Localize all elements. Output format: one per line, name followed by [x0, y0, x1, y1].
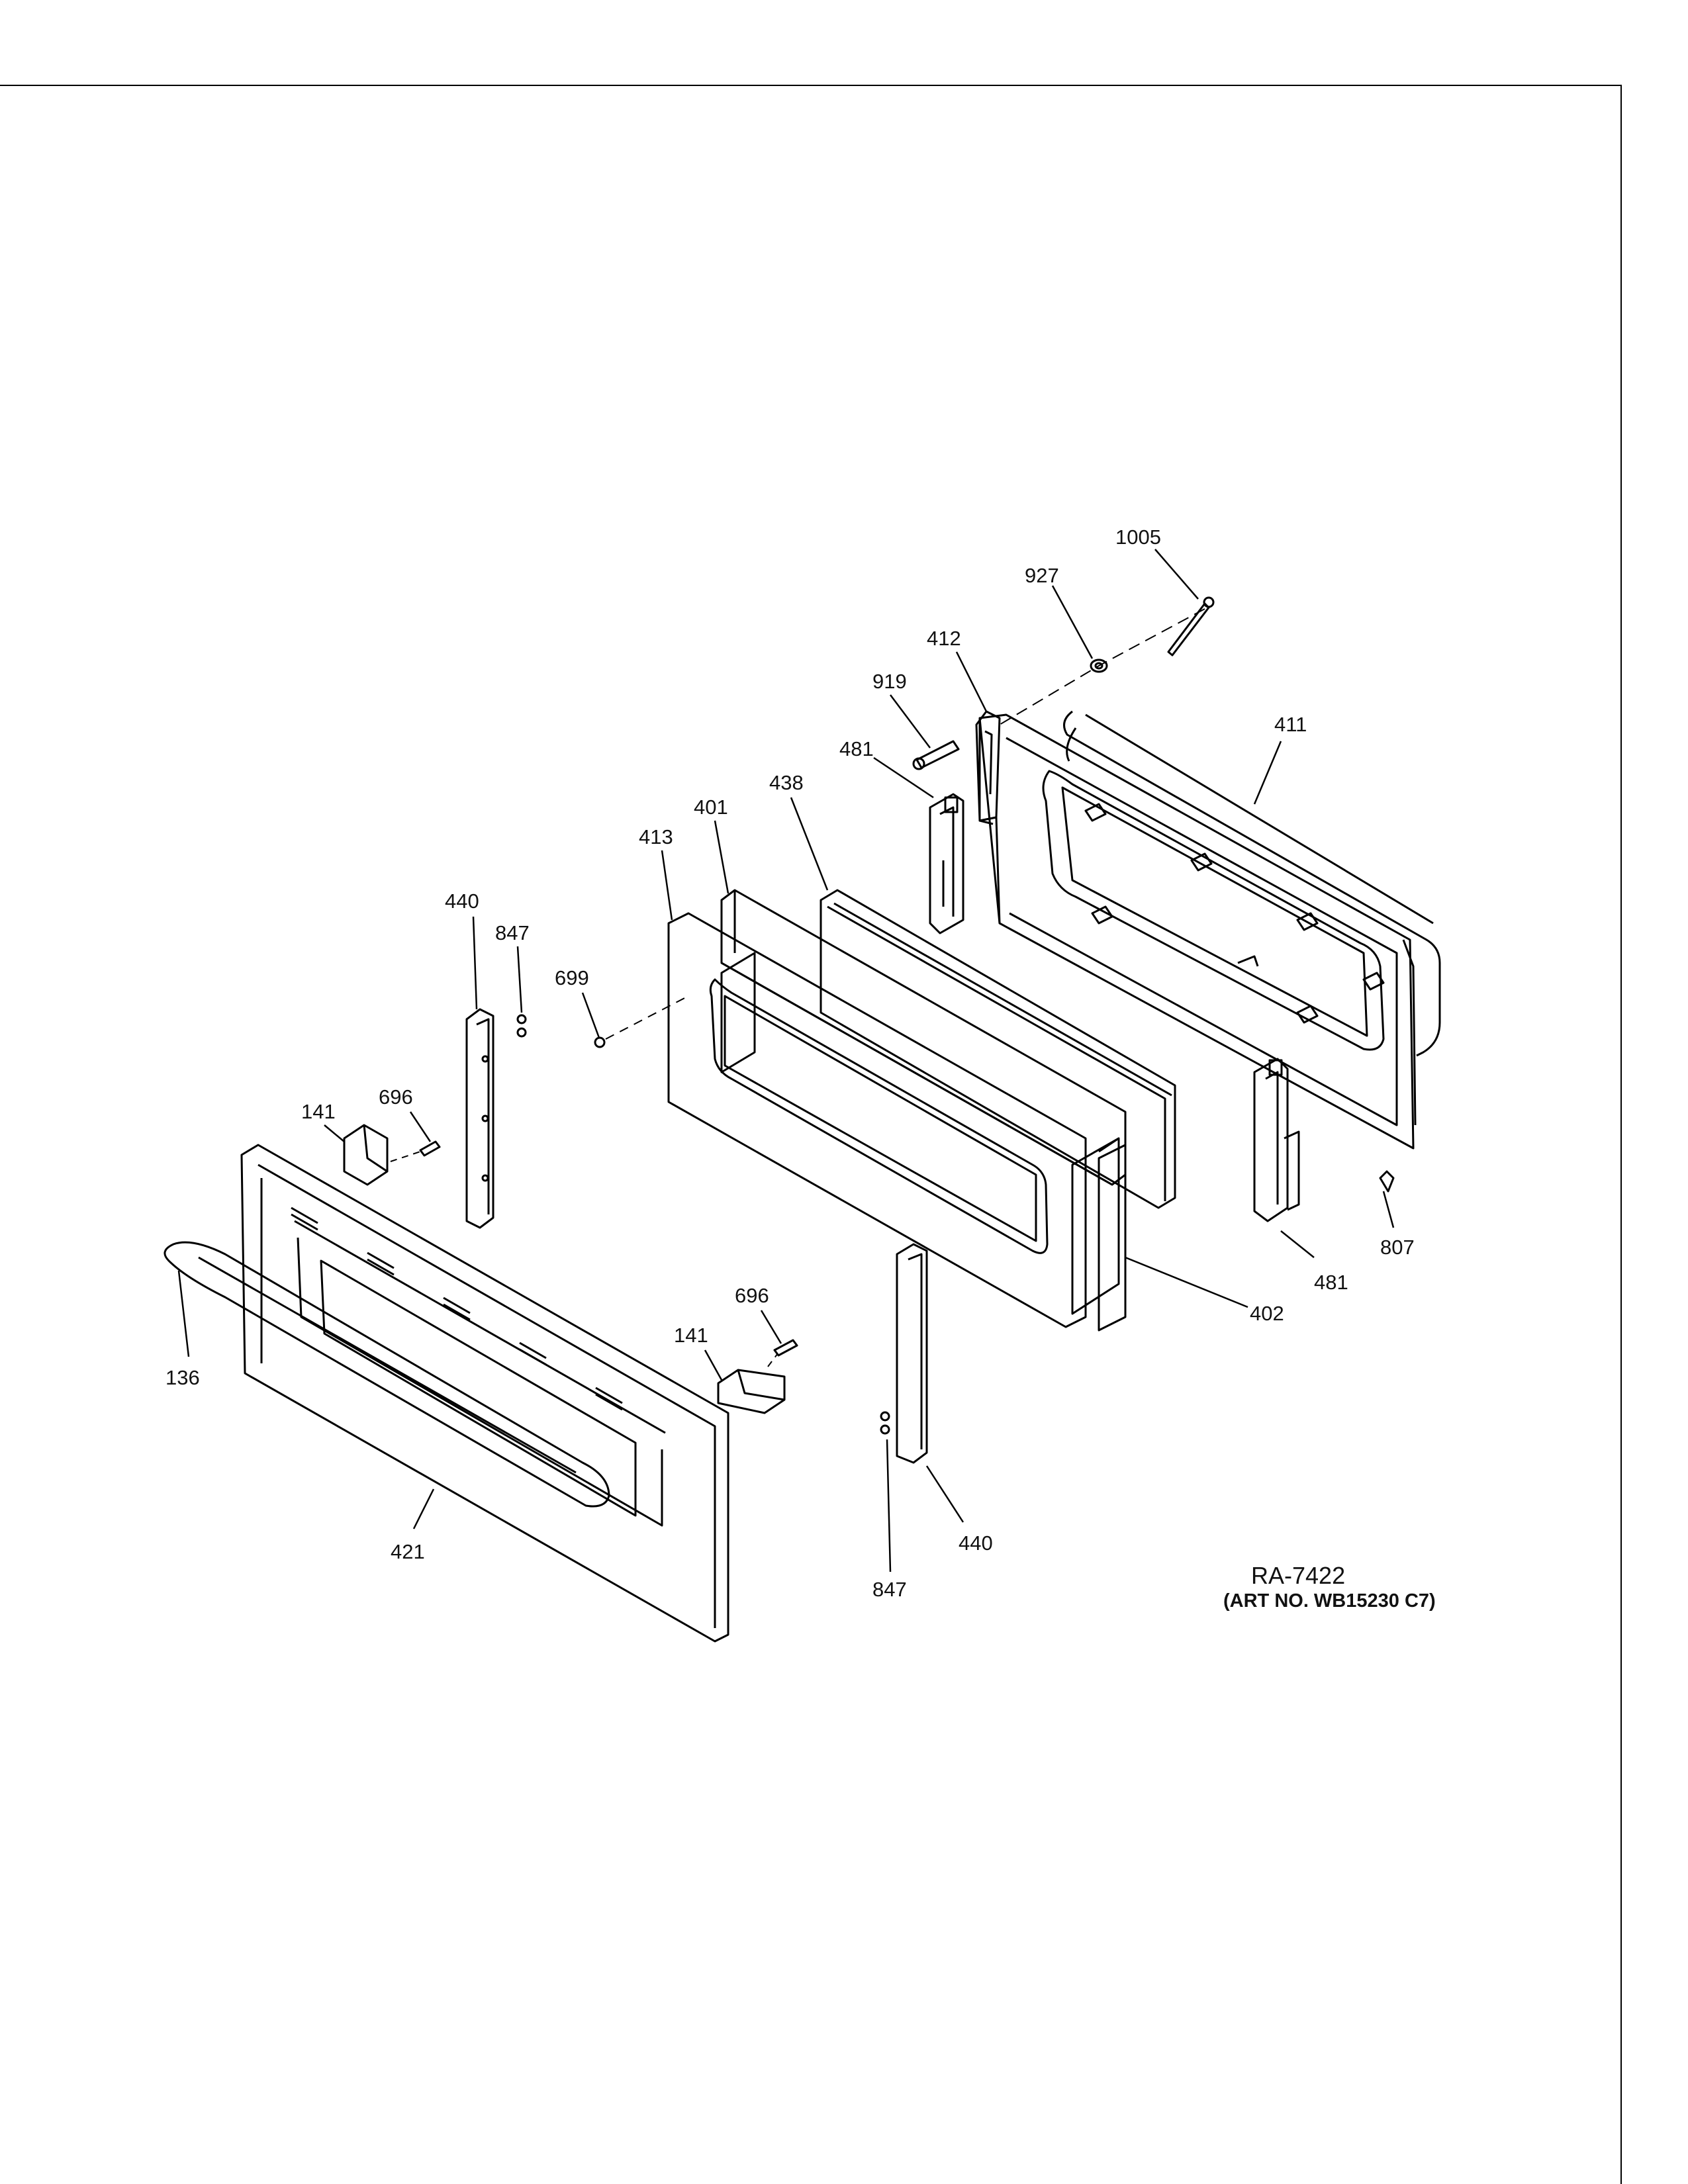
- inner-door-frame: [978, 713, 1417, 1150]
- screws-lower: [880, 1411, 890, 1435]
- washer: [1090, 659, 1108, 673]
- callout-1005: 1005: [1115, 525, 1161, 549]
- callout-927: 927: [1025, 564, 1059, 587]
- callout-438: 438: [769, 771, 804, 794]
- door-handle: [164, 1241, 610, 1508]
- callout-411: 411: [1274, 713, 1307, 736]
- page-border: [0, 85, 1622, 2184]
- callout-401: 401: [694, 796, 728, 819]
- outer-door-panel: [240, 1144, 729, 1643]
- art-number: (ART NO. WB15230 C7): [1223, 1590, 1436, 1612]
- screw-696-left: [419, 1140, 441, 1157]
- screw-807: [1379, 1170, 1395, 1193]
- callout-919: 919: [872, 670, 907, 693]
- diagram-code: RA-7422: [1251, 1562, 1346, 1589]
- inner-panel: [667, 912, 1087, 1328]
- bracket-right: [717, 1369, 786, 1414]
- screws-upper: [516, 1014, 527, 1038]
- callout-481-lower: 481: [1314, 1271, 1348, 1294]
- callout-847-lower: 847: [872, 1578, 907, 1601]
- callout-696-right: 696: [735, 1284, 769, 1307]
- pin: [912, 740, 960, 770]
- callout-847-upper: 847: [495, 921, 530, 944]
- door-channel-right: [896, 1243, 928, 1464]
- bracket-left: [343, 1124, 389, 1186]
- callout-440-lower: 440: [959, 1531, 993, 1555]
- door-gasket: [1063, 710, 1441, 1057]
- hinge-lower: [1253, 1058, 1300, 1222]
- screw-699: [594, 1036, 606, 1048]
- callout-141-left: 141: [301, 1100, 336, 1123]
- hinge-upper: [929, 793, 964, 934]
- door-channel-left: [465, 1008, 494, 1229]
- callout-labels: 1005 927 412 919 411 481 438 401 413 440…: [165, 525, 1415, 1601]
- callout-696-left: 696: [379, 1085, 413, 1109]
- callout-807: 807: [1380, 1236, 1415, 1259]
- callout-413: 413: [639, 825, 673, 848]
- callout-141-right: 141: [674, 1324, 708, 1347]
- insulation-block-lower: [1098, 1144, 1127, 1332]
- insulation-block: [720, 889, 1127, 1315]
- callout-402: 402: [1250, 1302, 1284, 1325]
- callout-699: 699: [555, 966, 589, 989]
- glass-pane: [820, 889, 1176, 1209]
- callout-421: 421: [391, 1540, 425, 1563]
- callout-481-upper: 481: [839, 737, 874, 760]
- hinge-bracket: [975, 710, 1001, 822]
- callout-412: 412: [927, 627, 961, 650]
- leader-lines: [177, 549, 1395, 1572]
- callout-440-upper: 440: [445, 889, 479, 913]
- long-screw: [1167, 596, 1215, 657]
- callout-136: 136: [165, 1366, 200, 1389]
- screw-696-right: [773, 1339, 798, 1357]
